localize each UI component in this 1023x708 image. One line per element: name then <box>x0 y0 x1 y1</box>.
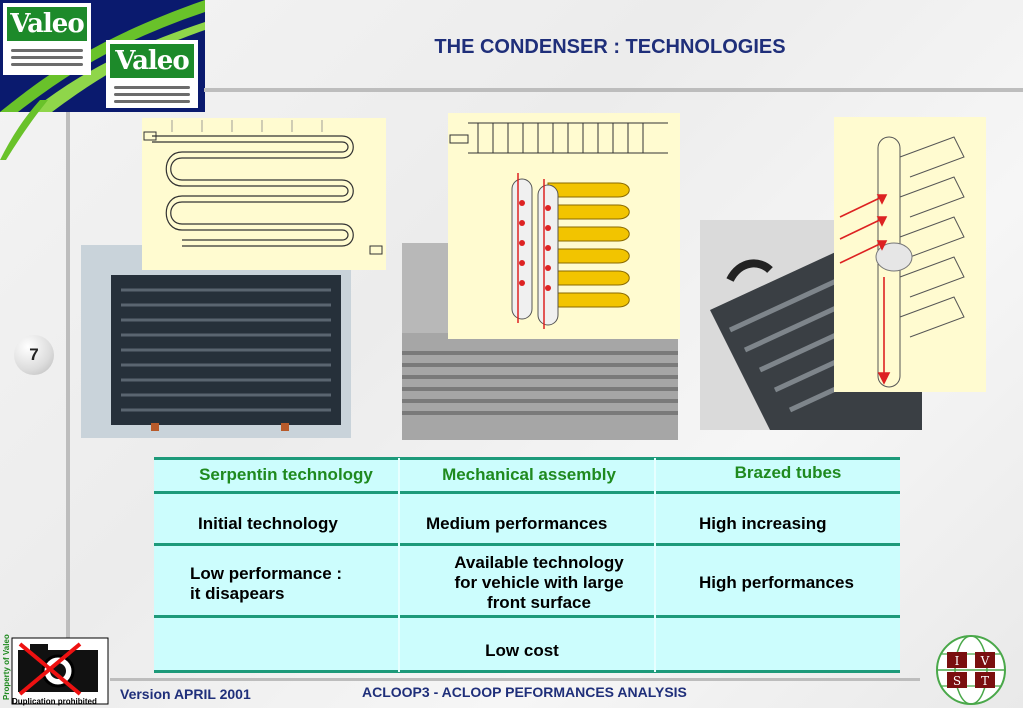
table-rule <box>154 543 900 546</box>
slide-title: THE CONDENSER : TECHNOLOGIES <box>434 36 786 58</box>
serpentine-condenser-photo <box>81 245 351 438</box>
mechanical-assembly-drawing <box>448 113 680 339</box>
table-rule <box>154 615 900 618</box>
page-number-badge: 7 <box>14 335 54 375</box>
duplication-prohibited-label: Duplication prohibited <box>12 697 97 706</box>
cell-brazed-row2: High performances <box>699 573 854 592</box>
valeo-logo: Valeo <box>3 3 91 75</box>
version-label: Version APRIL 2001 <box>120 686 251 702</box>
header-brazed: Brazed tubes <box>734 463 842 482</box>
ivst-letter: V <box>980 654 990 668</box>
table-rule <box>154 491 900 494</box>
cell-mechanical-row3: Low cost <box>485 641 559 660</box>
camera-prohibited-icon <box>11 637 109 705</box>
table-rule <box>154 670 900 673</box>
frame-top-rule <box>204 88 1023 92</box>
table-column-divider <box>398 458 400 672</box>
frame-bottom-rule <box>110 678 920 681</box>
header-serpentin: Serpentin technology <box>199 465 373 484</box>
serpentine-tube-drawing <box>142 118 386 270</box>
cell-serpentin-row2: Low performance : it disapears <box>190 564 343 603</box>
header-mechanical: Mechanical assembly <box>442 465 616 484</box>
globe-icon: I V S T <box>936 635 1006 705</box>
cell-serpentin-row1: Initial technology <box>198 514 338 533</box>
table-rule <box>154 457 900 460</box>
ivst-letter: T <box>981 674 989 688</box>
valeo-logo-text-secondary: Valeo <box>110 44 194 78</box>
valeo-logo-block: Valeo Valeo <box>0 0 205 112</box>
table-column-divider <box>654 458 656 672</box>
ivst-logo: I V S T <box>921 632 1021 708</box>
cell-brazed-row1: High increasing <box>699 514 827 533</box>
ivst-letter: I <box>955 654 960 668</box>
valeo-logo-secondary: Valeo <box>106 40 198 108</box>
valeo-logo-text: Valeo <box>7 7 87 41</box>
property-of-valeo-label: Property of Valeo <box>2 634 11 700</box>
brazed-tubes-drawing <box>834 117 986 392</box>
green-swoosh-tail-icon <box>0 100 48 160</box>
frame-left-rule <box>66 112 70 672</box>
ivst-letter: S <box>953 674 961 688</box>
document-title-footer: ACLOOP3 - ACLOOP PEFORMANCES ANALYSIS <box>362 684 687 700</box>
cell-mechanical-row2: Available technology for vehicle with la… <box>454 553 624 612</box>
duplication-prohibited-stamp <box>0 632 112 708</box>
cell-mechanical-row1: Medium performances <box>426 514 608 533</box>
